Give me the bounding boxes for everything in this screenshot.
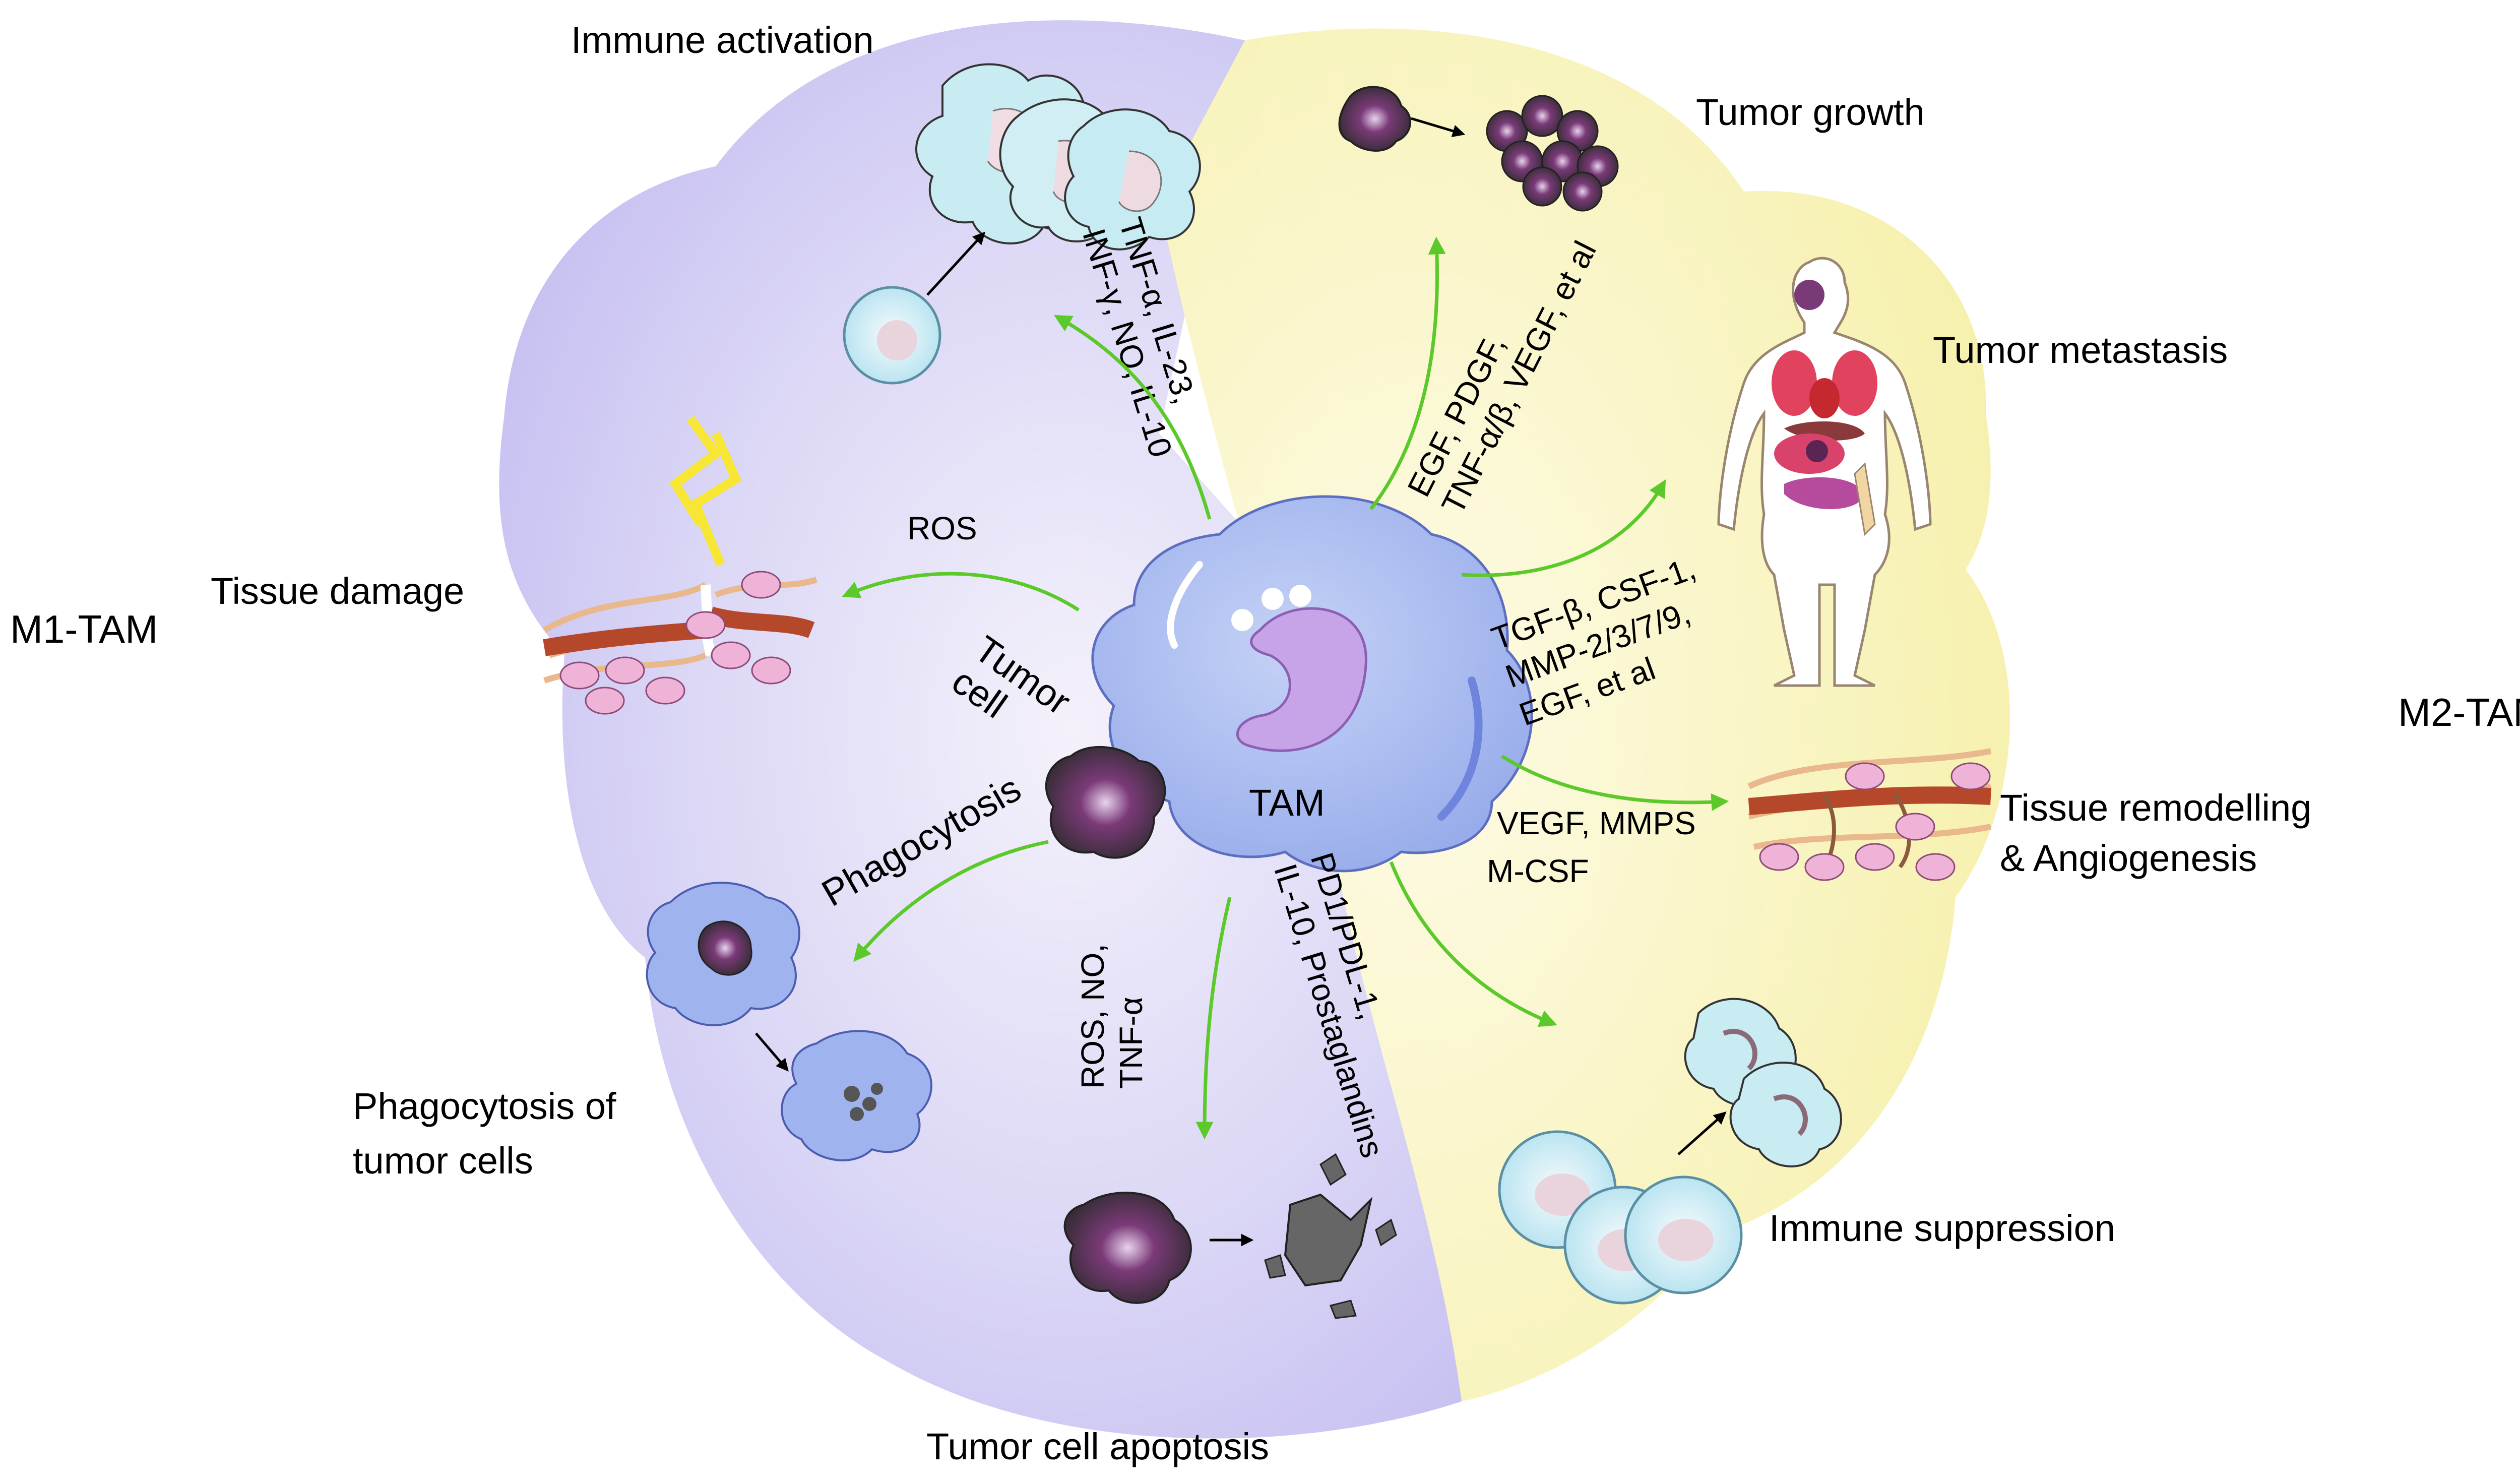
immune-suppression-cells: [1498, 998, 1842, 1305]
tissue-damage-label: Tissue damage: [211, 570, 464, 612]
arrow-to-tissue-remodelling: [1501, 755, 1729, 811]
apoptosis-mediators-line1: ROS, NO,: [1075, 944, 1111, 1089]
tissue-remodelling-mediators-line1: VEGF, MMPS: [1497, 805, 1696, 841]
tumor-metastasis-body: [1717, 257, 1932, 687]
immune-activation-label: Immune activation: [571, 19, 874, 61]
immune-activation-cells: [843, 63, 1201, 385]
arrow-to-tissue-damage: [842, 572, 1080, 611]
m1-region: [499, 20, 1537, 1439]
apoptosis-label: Tumor cell apoptosis: [926, 1426, 1269, 1467]
tumor-growth-label: Tumor growth: [1696, 91, 1925, 133]
tissue-remodelling-label-line1: Tissue remodelling: [2000, 787, 2311, 829]
tissue-remodelling-mediators-line2: M-CSF: [1487, 853, 1589, 889]
arrow-to-phagocytosis: [853, 840, 1049, 962]
tumor-growth-illustration: [1338, 86, 1619, 212]
phagocytosis-outcome-label-line2: tumor cells: [353, 1140, 533, 1182]
arrow-to-tumor-metastasis: [1461, 479, 1666, 577]
arrow-to-apoptosis: [1195, 897, 1232, 1140]
m1-tam-label: M1-TAM: [10, 607, 158, 651]
tissue-remodelling-label-line2: & Angiogenesis: [2000, 837, 2257, 879]
arrow-to-immune-activation: [1053, 315, 1212, 520]
tissue-remodelling-illustration: [1747, 748, 1992, 881]
m2-tam-label: M2-TAM: [2398, 690, 2520, 734]
apoptosis-mediators-line2: TNF-α: [1113, 997, 1149, 1089]
tam-label: TAM: [1249, 782, 1325, 824]
phagocytosis-outcome-label-line1: Phagocytosis of: [353, 1085, 616, 1127]
apoptosis-illustration: [1063, 1153, 1397, 1319]
immune-suppression-label: Immune suppression: [1769, 1207, 2115, 1249]
tam-cell: [1045, 495, 1533, 873]
arrow-to-immune-suppression: [1389, 861, 1557, 1027]
arrow-to-tumor-growth: [1369, 236, 1446, 511]
tumor-metastasis-label: Tumor metastasis: [1933, 329, 2228, 371]
phagocytosis-illustration: [646, 882, 932, 1161]
tissue-damage-illustration: [542, 415, 817, 715]
tissue-damage-mediator: ROS: [907, 510, 977, 546]
